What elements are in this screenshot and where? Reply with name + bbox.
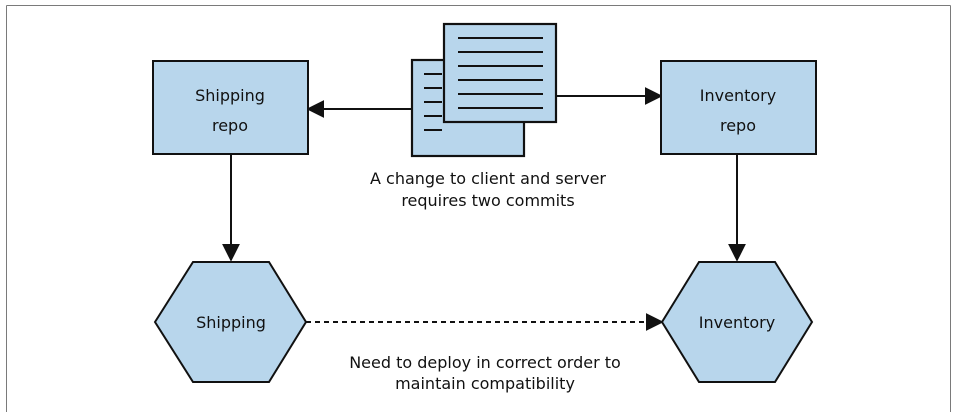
inventory-repo-label-line2: repo	[720, 116, 756, 135]
shipping-repo-label-line2: repo	[212, 116, 248, 135]
figure-frame	[6, 5, 951, 412]
shipping-repo-node: Shipping repo	[152, 60, 309, 155]
document-stack-icon	[410, 22, 558, 158]
shipping-service-hexagon	[153, 261, 308, 383]
shipping-repo-label-line1: Shipping	[195, 86, 265, 105]
inventory-repo-box	[660, 60, 817, 155]
inventory-service-label: Inventory	[699, 313, 775, 332]
inventory-repo-node: Inventory repo	[660, 60, 817, 155]
commits-caption: A change to client and server requires t…	[370, 169, 606, 210]
deploy-caption-line2: maintain compatibility	[395, 374, 575, 393]
commits-caption-line1: A change to client and server	[370, 169, 606, 188]
front-document	[442, 22, 558, 124]
inventory-repo-label-line1: Inventory	[700, 86, 776, 105]
commits-caption-line2: requires two commits	[401, 191, 574, 210]
deploy-caption: Need to deploy in correct order to maint…	[349, 353, 621, 393]
shipping-service-label: Shipping	[196, 313, 266, 332]
inventory-service-node: Inventory	[660, 261, 814, 383]
deploy-caption-line1: Need to deploy in correct order to	[349, 353, 621, 372]
shipping-service-node: Shipping	[153, 261, 308, 383]
inventory-service-hexagon	[660, 261, 814, 383]
shipping-repo-box	[152, 60, 309, 155]
